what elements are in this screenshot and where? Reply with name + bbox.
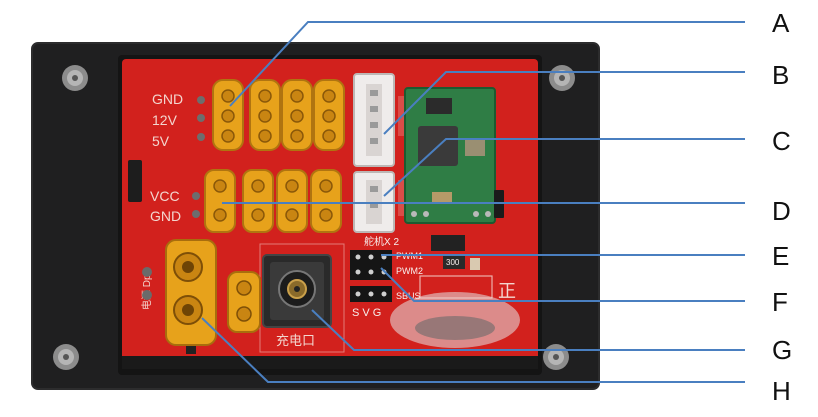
small-xt-connector (227, 271, 261, 333)
callout-line-f (380, 267, 745, 302)
callout-label-c: C (772, 126, 791, 156)
callout-label-b: B (772, 60, 790, 90)
charge-port (262, 254, 332, 328)
callout-label-e: E (772, 241, 790, 271)
silk-gnd-label: GND (152, 91, 183, 107)
callout-label-d: D (772, 196, 791, 226)
callout-line-g (311, 309, 745, 351)
silk-zheng-label: 正 (498, 281, 516, 301)
silk-5v-label: 5V (152, 133, 170, 149)
screw-icon (62, 65, 88, 91)
callout-line-h (201, 317, 745, 383)
silk-svg-label: S V G (352, 307, 381, 319)
callout-label-f: F (772, 287, 788, 317)
callout-line-c (383, 138, 745, 197)
callout-line-b (383, 71, 745, 135)
silk-charge-label: 充电口 (276, 333, 315, 348)
xt60-connector (165, 239, 217, 346)
connector-row-a (212, 79, 345, 151)
smd-label: 300 (446, 258, 460, 267)
silk-servo-label: 舵机X 2 (364, 235, 399, 248)
silk-pwm2-label: PWM2 (396, 266, 423, 276)
jst-connector-b (353, 73, 395, 167)
callout-label-g: G (772, 335, 793, 365)
screw-icon (53, 344, 79, 370)
servo-header (350, 250, 392, 302)
callout-label-h: H (772, 376, 791, 406)
callout-line-a (229, 21, 745, 107)
silk-vcc-label: VCC (150, 188, 180, 204)
silk-12v-label: 12V (152, 112, 178, 128)
connector-row-d (204, 169, 342, 233)
callout-label-a: A (772, 8, 790, 38)
silk-gnd2-label: GND (150, 208, 181, 224)
